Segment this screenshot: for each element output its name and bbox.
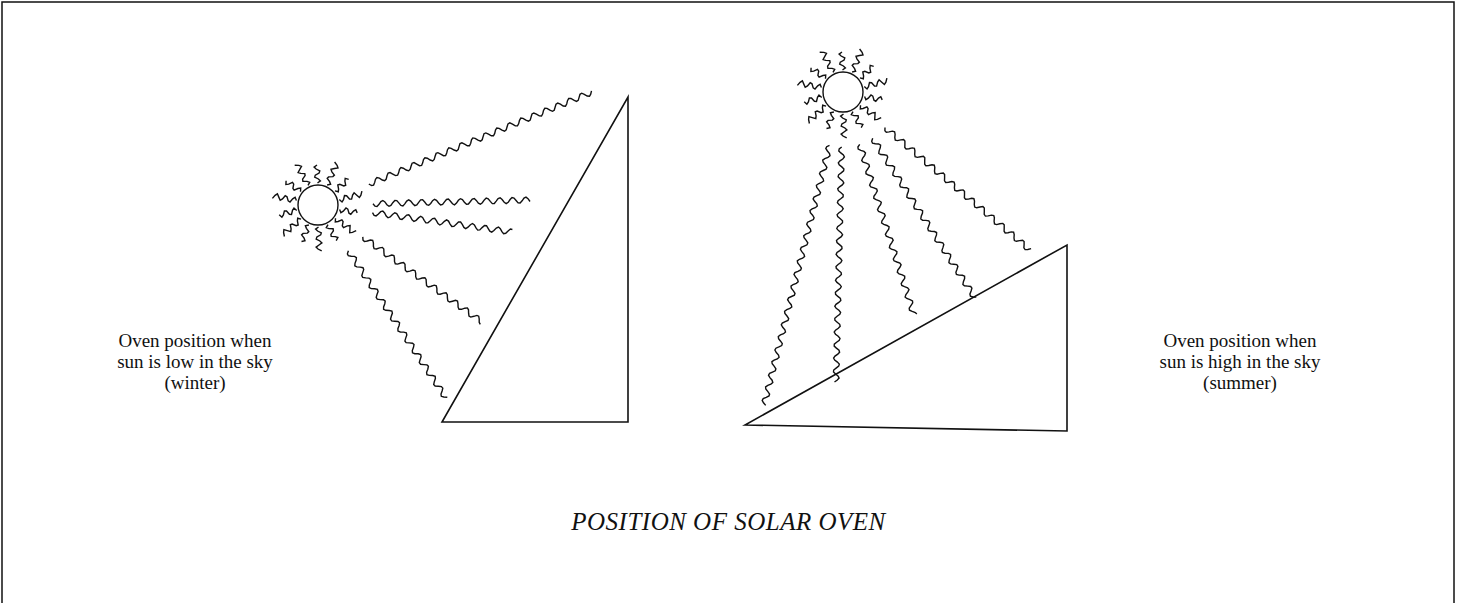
sun-flame	[272, 194, 296, 202]
sun-flame	[811, 68, 826, 79]
sun-ray	[858, 144, 917, 314]
sun-ray	[762, 145, 830, 405]
sun-flame	[316, 227, 322, 251]
sun-flame	[860, 105, 881, 119]
sun-flame	[284, 218, 302, 236]
sun-flame	[809, 105, 827, 123]
sun-disc	[298, 185, 338, 225]
sun-ray	[347, 251, 447, 397]
sun-flame	[851, 112, 863, 128]
sun-flame	[335, 178, 349, 192]
sun-rays	[272, 49, 1031, 405]
sun-flame	[852, 49, 863, 72]
sun-flame	[839, 52, 845, 70]
sun-flame	[295, 165, 310, 185]
sun-ray	[373, 197, 530, 206]
sun-flame	[339, 191, 362, 202]
sun-flame	[797, 81, 821, 89]
diagram-title: POSITION OF SOLAR OVEN	[0, 508, 1457, 536]
sun-flame	[820, 52, 835, 72]
sun-flame	[279, 208, 297, 217]
sun-flame	[326, 225, 338, 241]
sun-flame	[327, 162, 338, 185]
sun-disc	[823, 72, 863, 112]
sun-flame	[827, 112, 834, 129]
sun-ray	[369, 91, 592, 186]
sun-flame	[860, 65, 874, 79]
sun-ray	[363, 237, 481, 325]
sun-flame	[865, 95, 883, 101]
oven-position-label: Oven position when sun is high in the sk…	[1150, 330, 1330, 393]
sun-flame	[314, 165, 320, 183]
sun-ray	[885, 128, 1031, 250]
sun-flame	[302, 225, 309, 242]
oven-position-label: Oven position when sun is low in the sky…	[105, 330, 285, 393]
sun-ray	[373, 211, 513, 234]
sun-flame	[804, 95, 822, 104]
summer-oven-triangle	[745, 245, 1067, 431]
sun-flame	[340, 208, 358, 214]
sun-flame	[286, 181, 301, 192]
sun-ray	[834, 147, 845, 382]
sun-flame	[864, 78, 887, 89]
sun-flame	[841, 114, 847, 138]
sun-flame	[335, 218, 356, 232]
